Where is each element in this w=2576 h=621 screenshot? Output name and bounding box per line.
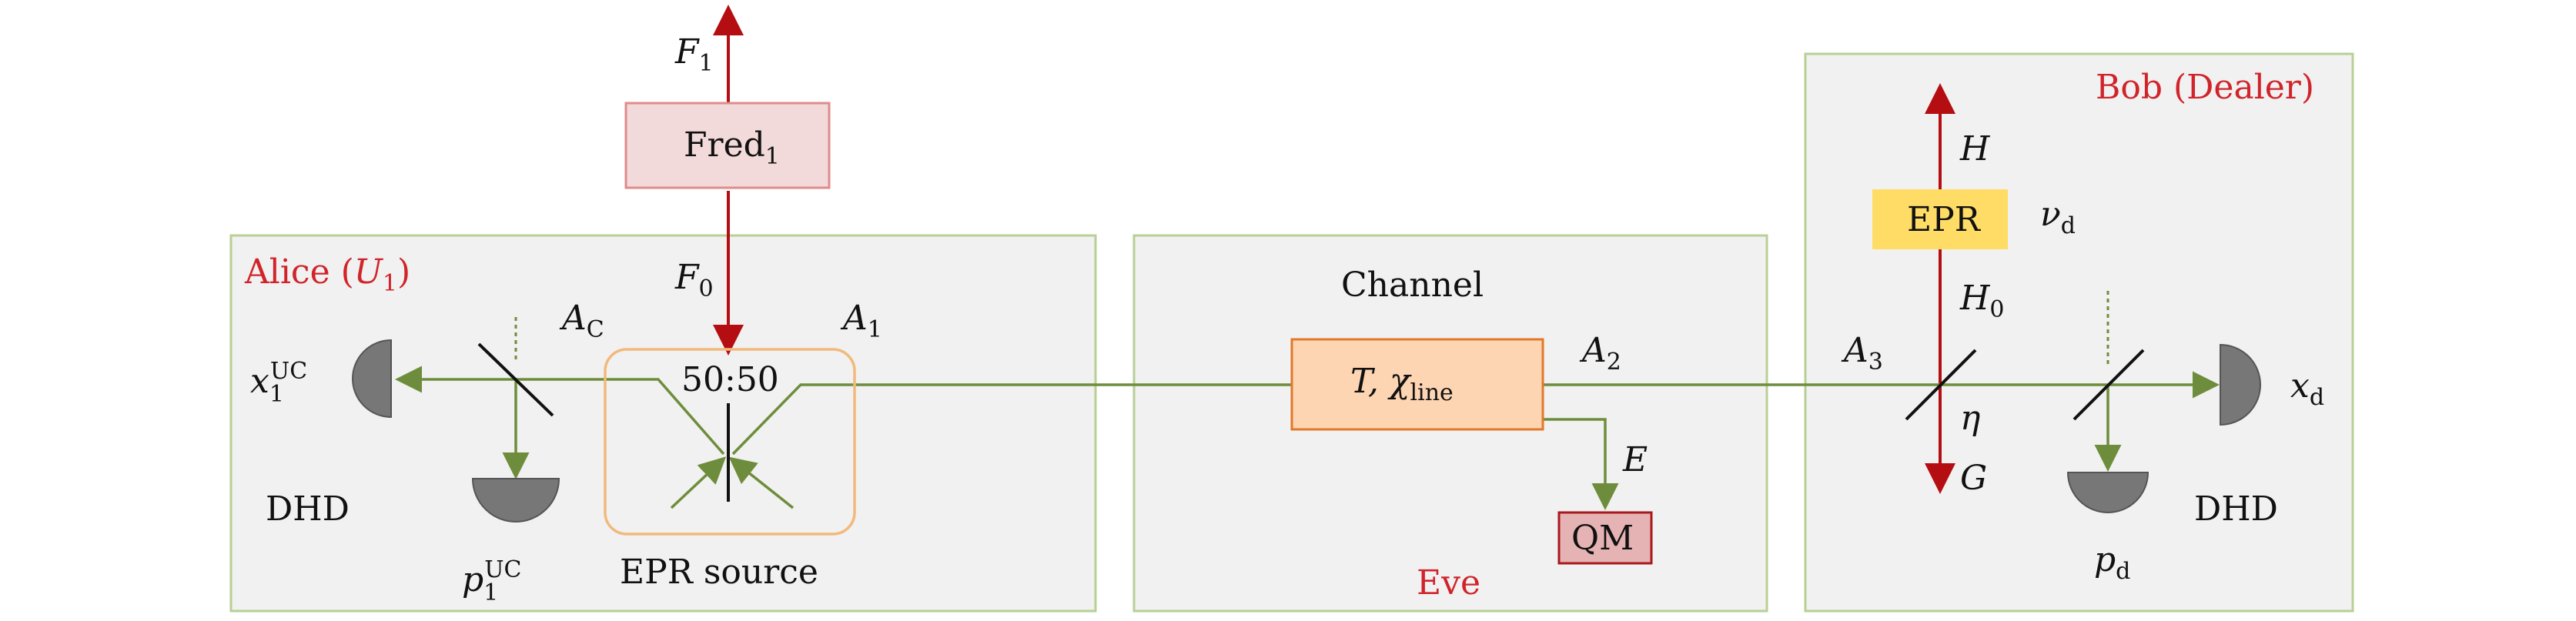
alice-beam-splitter <box>477 342 554 417</box>
label-ac: AC <box>559 299 604 343</box>
label-alice-x: x1UC <box>250 358 307 408</box>
fred-label: Fred1 <box>684 125 780 170</box>
label-alice-p: p1UC <box>462 556 522 606</box>
beam-e <box>1542 418 1619 510</box>
qm-label: QM <box>1571 519 1634 558</box>
label-bob-x: xd <box>2290 366 2324 411</box>
bob-eta-beam-splitter <box>1905 349 1977 421</box>
alice-p-detector <box>471 478 560 523</box>
label-eta: η <box>1960 399 1980 438</box>
source-input-left <box>670 456 727 509</box>
alice-panel <box>229 234 1097 613</box>
label-f0: F0 <box>674 258 714 302</box>
label-h: H <box>1959 129 1991 169</box>
label-g: G <box>1960 459 1987 498</box>
bob-p-detector <box>2066 472 2149 513</box>
label-bob-dhd: DHD <box>2194 489 2278 529</box>
epr-source-box <box>604 348 856 536</box>
label-alice-dhd: DHD <box>266 489 350 529</box>
label-f1: F1 <box>674 32 714 77</box>
source-splitter-label: 50:50 <box>681 360 779 399</box>
epr-bob-box <box>1872 189 2008 249</box>
bob-panel <box>1804 52 2354 613</box>
epr-bob-label: EPR <box>1907 200 1982 239</box>
alice-panel-title: Alice (U1) <box>244 252 410 297</box>
source-input-right <box>728 456 795 509</box>
source-caption: EPR source <box>620 553 818 592</box>
beam-a1 <box>731 383 1293 456</box>
label-a1: A1 <box>840 299 882 343</box>
label-a2: A2 <box>1579 331 1621 376</box>
channel-box <box>1290 338 1544 431</box>
label-h0: H0 <box>1959 279 2004 323</box>
channel-box-label: T, χline <box>1350 362 1454 406</box>
beam-ac <box>395 366 725 456</box>
bob-panel-title: Bob (Dealer) <box>2096 68 2314 107</box>
fred-box <box>624 102 831 189</box>
bob-x-detector <box>2220 343 2261 426</box>
label-bob-p: pd <box>2094 540 2130 585</box>
qm-box <box>1557 511 1653 565</box>
eve-label: Eve <box>1417 563 1480 603</box>
label-nu-d: νd <box>2040 195 2076 239</box>
bob-dhd-beam-splitter <box>2073 349 2145 421</box>
channel-panel-title: Channel <box>1341 265 1484 305</box>
alice-x-detector <box>352 339 392 419</box>
label-a3: A3 <box>1841 331 1883 376</box>
label-e: E <box>1622 440 1648 479</box>
